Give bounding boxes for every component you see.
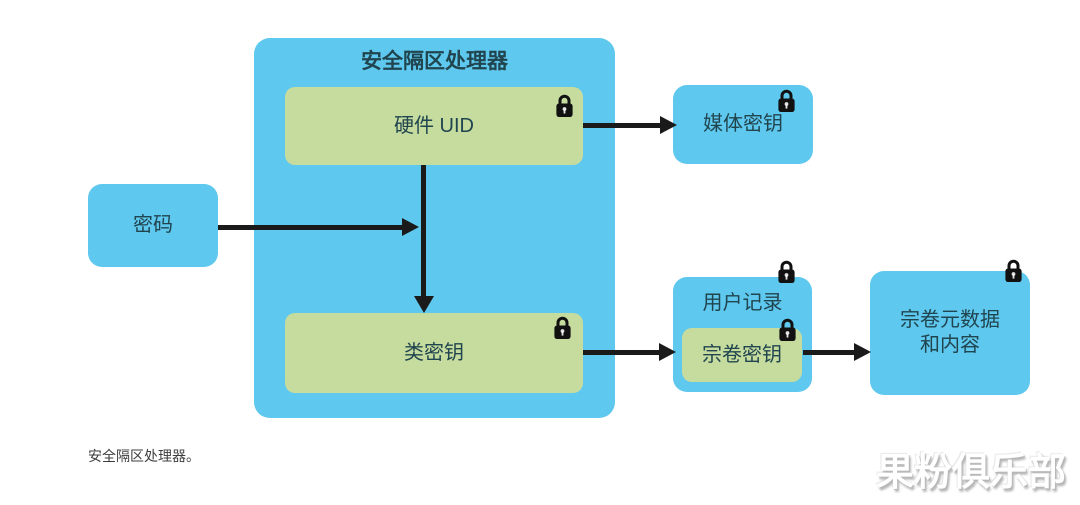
volume-key-label: 宗卷密钥 xyxy=(702,343,782,366)
class-key-label: 类密钥 xyxy=(404,341,464,364)
diagram-caption: 安全隔区处理器。 xyxy=(88,448,200,464)
media-key-label: 媒体密钥 xyxy=(703,113,783,135)
class-key-lock-icon xyxy=(553,315,572,340)
class-key-box: 类密钥 xyxy=(285,313,583,393)
arrow-head xyxy=(854,343,871,361)
media-key-lock-icon xyxy=(777,88,796,113)
volume-metadata-lock-icon xyxy=(1004,258,1023,283)
volume-metadata-label-line2: 和内容 xyxy=(920,334,980,356)
arrow-line xyxy=(583,123,661,128)
arrow-head xyxy=(660,116,677,134)
watermark: 果粉俱乐部 xyxy=(876,452,1067,494)
arrow-head xyxy=(659,343,676,361)
arrow-head xyxy=(414,296,434,313)
arrow-line xyxy=(803,350,855,355)
passcode-label: 密码 xyxy=(133,214,173,236)
volume-metadata-box: 宗卷元数据 和内容 xyxy=(870,271,1030,395)
secure-enclave-title: 安全隔区处理器 xyxy=(361,50,508,73)
arrow-line xyxy=(421,165,426,297)
hardware-uid-label: 硬件 UID xyxy=(394,114,474,137)
user-record-lock-icon xyxy=(777,259,796,284)
user-record-label: 用户记录 xyxy=(702,292,783,314)
hardware-uid-box: 硬件 UID xyxy=(285,87,583,165)
hardware-uid-lock-icon xyxy=(555,93,574,118)
arrow-line xyxy=(583,350,660,355)
passcode-box: 密码 xyxy=(88,184,218,267)
volume-key-lock-icon xyxy=(778,317,797,342)
arrow-line xyxy=(218,225,403,230)
arrow-head xyxy=(402,218,419,236)
volume-metadata-label-line1: 宗卷元数据 xyxy=(900,309,1000,331)
